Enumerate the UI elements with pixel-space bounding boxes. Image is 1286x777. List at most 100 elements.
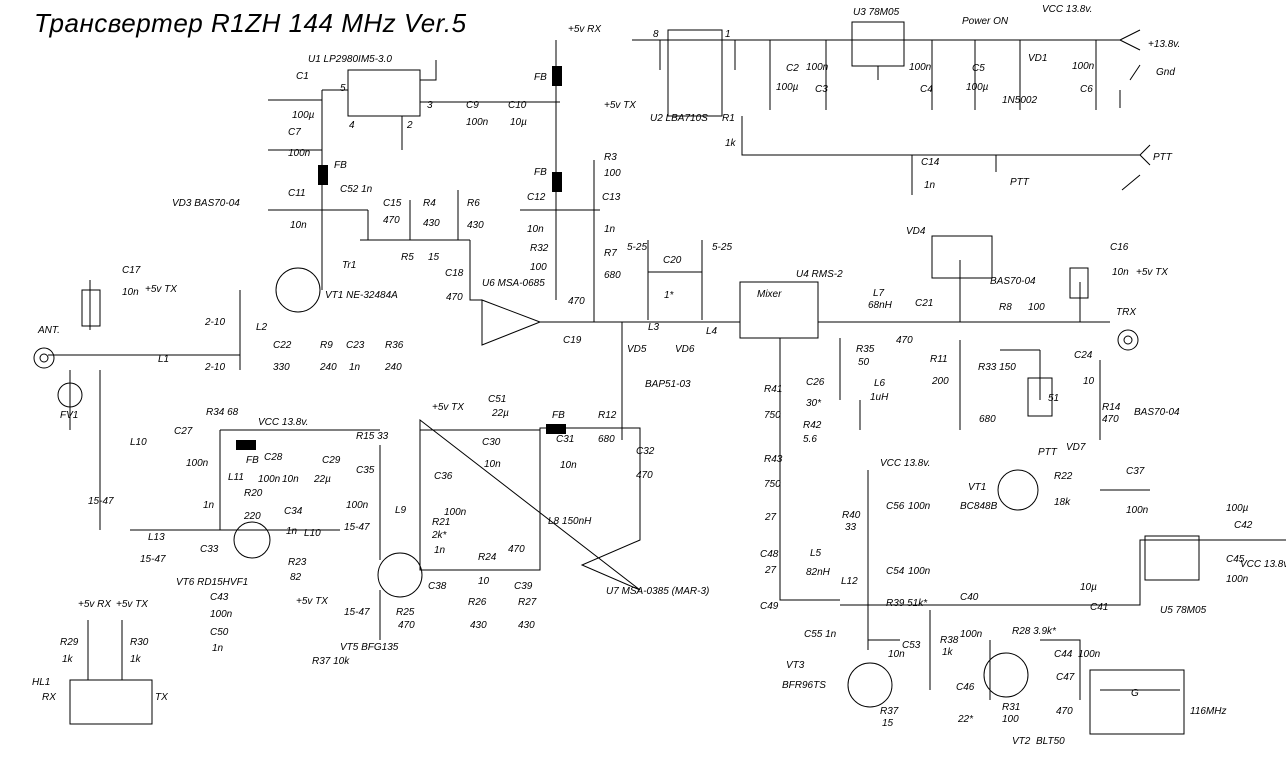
label-c11v: 10n — [290, 220, 307, 231]
label-c20v: 1* — [664, 290, 675, 301]
label-r9v: 240 — [319, 362, 337, 373]
label-r22: R22 — [1054, 471, 1073, 482]
label-c24: C24 — [1074, 350, 1093, 361]
label-u6: U6 MSA-0685 — [482, 278, 545, 289]
label-l8: L8 150nH — [548, 516, 592, 527]
label-r38: R38 — [940, 635, 959, 646]
label-c9v: 100n — [466, 117, 489, 128]
label-vd1: VD1 — [1028, 53, 1047, 64]
label-c39v: 470 — [508, 544, 525, 555]
label-u5: U5 78M05 — [1160, 605, 1207, 616]
label-c43: C43 — [210, 592, 229, 603]
label-u7: U7 MSA-0385 (MAR-3) — [606, 586, 709, 597]
label-r30: R30 — [130, 637, 149, 648]
led-block — [69, 679, 153, 725]
label-c39: C39 — [514, 581, 533, 592]
label-l2: L2 — [256, 322, 268, 333]
label-c54: C54 — [886, 566, 905, 577]
label-vt2v: BLT50 — [1036, 736, 1065, 747]
label-p4: 4 — [349, 120, 355, 131]
label-r21: R21 — [432, 517, 450, 528]
label-c12: C12 — [527, 192, 546, 203]
label-vd3: VD3 BAS70-04 — [172, 198, 240, 209]
label-r3: R3 — [604, 152, 617, 163]
label-rx: RX — [42, 692, 56, 703]
label-r37bv: 15 — [882, 718, 894, 729]
label-c46: C46 — [956, 682, 975, 693]
label-l12: L12 — [841, 576, 858, 587]
label-ptt3: PTT — [1038, 447, 1058, 458]
label-c28: C28 — [264, 452, 283, 463]
label-c44: C44 — [1054, 649, 1073, 660]
label-c18: C18 — [445, 268, 464, 279]
label-fb3: FB — [534, 167, 547, 178]
label-fb2: FB — [534, 72, 547, 83]
label-r26v: 430 — [470, 620, 487, 631]
label-c30: C30 — [482, 437, 501, 448]
label-vcc2: VCC 13.8v. — [258, 417, 308, 428]
label-r27v: 430 — [518, 620, 535, 631]
label-l6: L6 — [874, 378, 886, 389]
label-c23v: 1n — [349, 362, 361, 373]
trx-relay — [1069, 267, 1089, 299]
label-c5v: 100µ — [966, 82, 989, 93]
label-c14: C14 — [921, 157, 940, 168]
label-c10: C10 — [508, 100, 527, 111]
label-c33: C33 — [200, 544, 219, 555]
label-c30v: 10n — [484, 459, 501, 470]
label-c45v: 100n — [1226, 574, 1249, 585]
label-r3v: 100 — [604, 168, 621, 179]
label-c1547a: 15-47 — [88, 496, 114, 507]
label-r15: R15 33 — [356, 431, 389, 442]
label-c40v: 100n — [960, 629, 983, 640]
label-c28v: 100n — [258, 474, 281, 485]
label-c29v: 22µ — [313, 474, 331, 485]
u5-regulator-box — [1144, 535, 1200, 581]
label-fv1: FV1 — [60, 410, 78, 421]
label-r25v: 470 — [398, 620, 415, 631]
vt1-transistor — [275, 267, 321, 313]
label-vt5: VT5 BFG135 — [340, 642, 399, 653]
label-c3: C3 — [815, 84, 828, 95]
label-r39: R39 51k* — [886, 598, 928, 609]
label-vd4: VD4 — [906, 226, 926, 237]
label-r28: R28 3.9k* — [1012, 626, 1057, 637]
label-c13: C13 — [602, 192, 621, 203]
label-vt3: VT3 — [786, 660, 805, 671]
label-c23: C23 — [346, 340, 365, 351]
label-c36v: 100n — [444, 507, 467, 518]
label-c11: C11 — [288, 188, 306, 199]
label-r14v: 470 — [1102, 414, 1119, 425]
label-c26: C26 — [806, 377, 825, 388]
label-c26v: 30* — [806, 398, 822, 409]
label-r35v: 50 — [858, 357, 870, 368]
label-c24v: 10 — [1083, 376, 1095, 387]
label-r40v: 33 — [845, 522, 857, 533]
label-c43v: 100n — [210, 609, 233, 620]
label-u3: U3 78M05 — [853, 7, 900, 18]
label-trx: TRX — [1116, 307, 1136, 318]
label-c20: C20 — [663, 255, 682, 266]
label-c22: C22 — [273, 340, 292, 351]
label-c32v: 470 — [636, 470, 653, 481]
label-c50v: 1n — [212, 643, 224, 654]
label-vcc3: VCC 13.8v. — [880, 458, 930, 469]
label-r31: R31 — [1002, 702, 1020, 713]
label-p3: 3 — [427, 100, 433, 111]
label-l7v: 68nH — [868, 300, 893, 311]
label-r5v: 15 — [428, 252, 440, 263]
label-c210b: 2-10 — [204, 362, 225, 373]
label-c4v: 100n — [909, 62, 932, 73]
label-r23: R23 — [288, 557, 307, 568]
vt2-transistor — [983, 652, 1029, 698]
label-p5vrx2: +5v RX — [78, 599, 111, 610]
label-r26: R26 — [468, 597, 487, 608]
label-vt1: VT1 NE-32484A — [325, 290, 398, 301]
label-c1v: 100µ — [292, 110, 315, 121]
label-l5: L5 — [810, 548, 822, 559]
label-p5vtx5: +5v TX — [296, 596, 328, 607]
label-c15: C15 — [383, 198, 402, 209]
label-r24: R24 — [478, 552, 497, 563]
label-tr1: Tr1 — [342, 260, 356, 271]
label-c2v: 100µ — [776, 82, 799, 93]
